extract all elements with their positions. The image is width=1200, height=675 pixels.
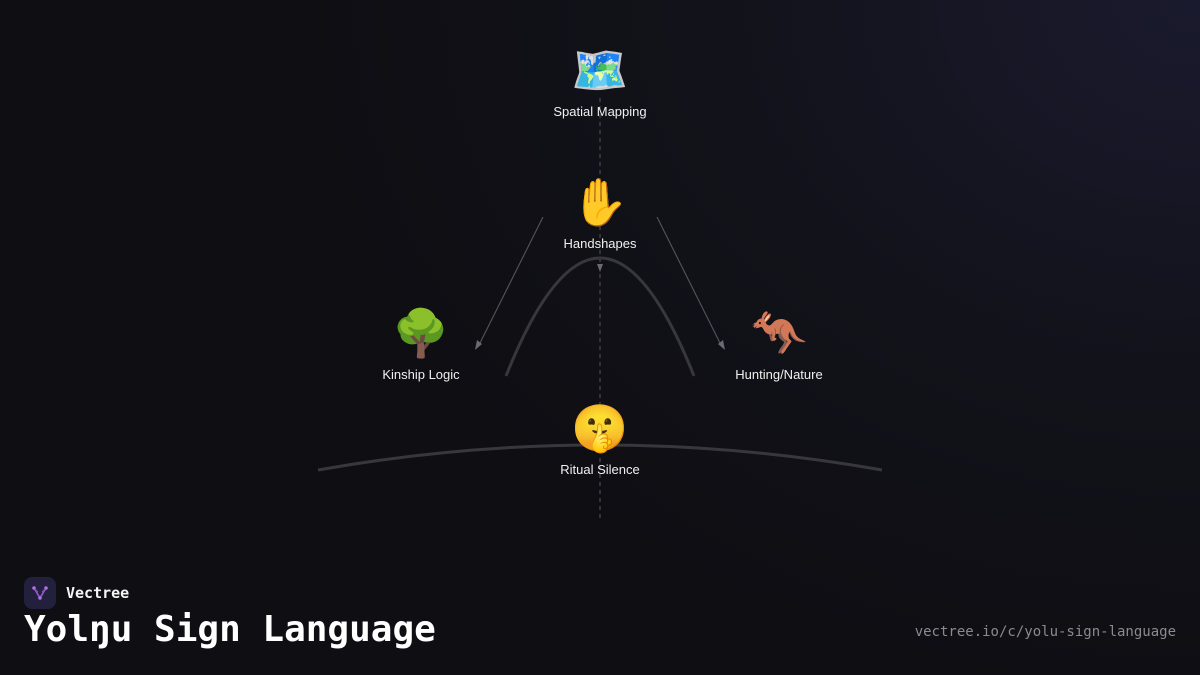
- brand-name: Vectree: [66, 584, 130, 602]
- node-label-kinship-logic: Kinship Logic: [382, 367, 460, 382]
- arrowhead-kinship: [475, 340, 482, 350]
- node-kinship-logic[interactable]: 🌳 Kinship Logic: [321, 305, 521, 382]
- node-label-handshapes: Handshapes: [563, 236, 637, 251]
- arrow-to-hunting: [656, 216, 722, 346]
- raised-hand-icon: ✋: [571, 176, 629, 228]
- node-label-ritual-silence: Ritual Silence: [560, 462, 640, 477]
- node-handshapes[interactable]: ✋ Handshapes: [500, 174, 700, 251]
- outer-arch: [317, 443, 883, 472]
- node-spatial-mapping[interactable]: 🗺️ Spatial Mapping: [500, 42, 700, 119]
- node-ritual-silence[interactable]: 🤫 Ritual Silence: [500, 400, 700, 477]
- inner-arch: [504, 256, 696, 377]
- node-hunting-nature[interactable]: 🦘 Hunting/Nature: [679, 305, 879, 382]
- tree-icon: 🌳: [392, 307, 450, 359]
- page-title: Yolŋu Sign Language: [24, 609, 436, 650]
- kangaroo-icon: 🦘: [750, 307, 808, 359]
- arrow-to-kinship: [478, 216, 544, 346]
- node-label-spatial-mapping: Spatial Mapping: [553, 104, 647, 119]
- shushing-face-icon: 🤫: [571, 402, 629, 454]
- brand[interactable]: Vectree: [24, 577, 129, 609]
- map-icon: 🗺️: [571, 44, 629, 96]
- vectree-logo-icon: [24, 577, 56, 609]
- source-url-link[interactable]: vectree.io/c/yolu-sign-language: [914, 624, 1176, 640]
- arrowhead-center: [597, 264, 603, 272]
- node-label-hunting-nature: Hunting/Nature: [735, 367, 823, 382]
- arrowhead-hunting: [718, 340, 725, 350]
